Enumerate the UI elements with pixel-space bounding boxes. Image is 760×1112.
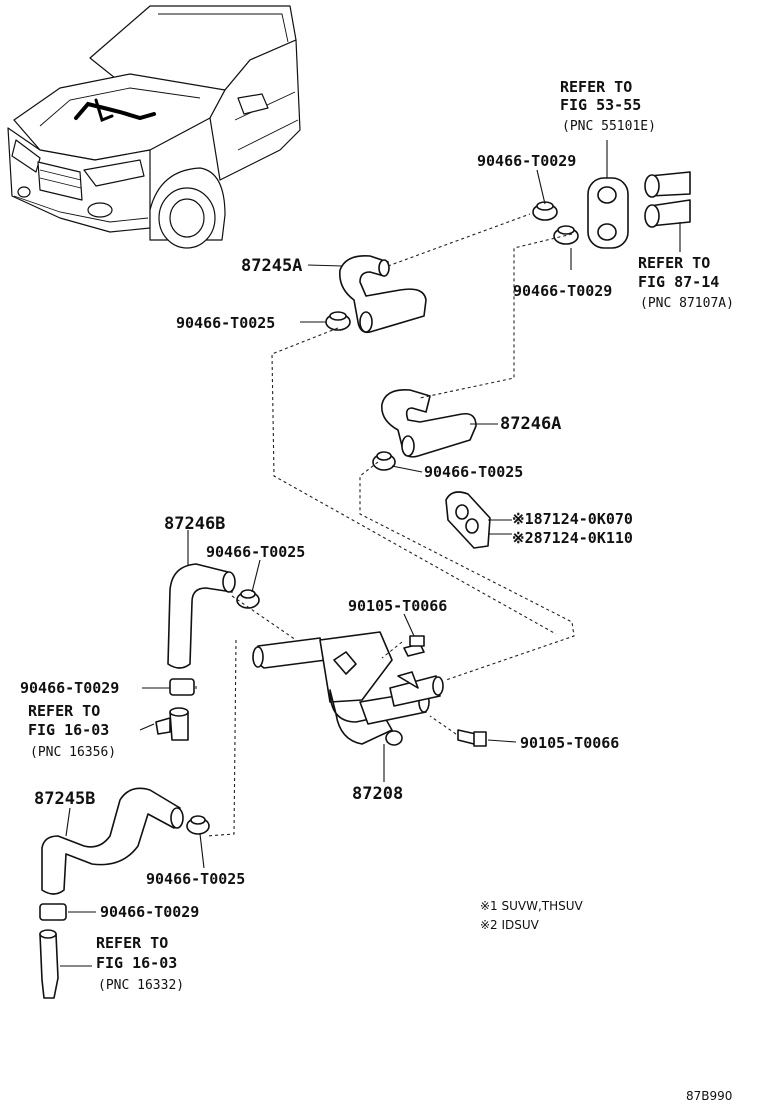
connection-lines (195, 213, 575, 837)
engine-pipe-nipple (155, 707, 189, 741)
refer-line: FIG 53-55 (560, 96, 641, 114)
label-clamp-t0029: 90466-T0029 (20, 679, 119, 697)
label-clamp-t0025: 90466-T0025 (424, 463, 523, 481)
diagram-code: 87B990 (686, 1089, 732, 1103)
clamp-icon (186, 815, 210, 835)
refer-pnc: (PNC 87107A) (640, 296, 734, 311)
label-clamp-t0025: 90466-T0025 (206, 543, 305, 561)
hose-87246A (381, 388, 477, 458)
refer-pnc: (PNC 55101E) (562, 119, 656, 134)
label-bolt: 90105-T0066 (520, 734, 619, 752)
refer-line: FIG 16-03 (96, 954, 177, 972)
label-clamp-t0025: 90466-T0025 (146, 870, 245, 888)
hose-87246B (167, 563, 236, 669)
label-clamp-t0025: 90466-T0025 (176, 314, 275, 332)
clamp-icon (39, 903, 67, 921)
bolt-icon (403, 635, 425, 657)
water-valve-87208 (252, 631, 444, 746)
label-bolt: 90105-T0066 (348, 597, 447, 615)
heater-pipes (644, 171, 691, 252)
label-clamp-t0029: 90466-T0029 (477, 152, 576, 170)
clamp-icon (372, 451, 396, 471)
leader-lines (60, 264, 517, 967)
hose-87245B (41, 787, 184, 895)
label-87246A: 87246A (500, 414, 561, 434)
clamp-icon (532, 201, 558, 221)
bolt-icon (457, 729, 487, 747)
refer-pnc: (PNC 16332) (98, 978, 184, 993)
label-87208: 87208 (352, 784, 403, 804)
label-grommet-1: ※187124-0K070 (512, 510, 633, 528)
label-grommet-2: ※287124-0K110 (512, 529, 633, 547)
heater-unit-port (587, 140, 629, 249)
hose-87245A (338, 254, 427, 334)
label-clamp-t0029: 90466-T0029 (513, 282, 612, 300)
label-87246B: 87246B (164, 514, 225, 534)
refer-line: FIG 16-03 (28, 721, 109, 739)
label-87245A: 87245A (241, 256, 302, 276)
refer-pnc: (PNC 16356) (30, 745, 116, 760)
footnote: ※2 IDSUV (480, 918, 540, 932)
footnote: ※1 SUVW,THSUV (480, 899, 584, 913)
clamp-icon (169, 678, 195, 696)
engine-pipe (39, 929, 59, 999)
refer-line: REFER TO (96, 934, 168, 952)
refer-line: REFER TO (638, 254, 710, 272)
clamp-icon (325, 311, 351, 331)
label-clamp-t0029: 90466-T0029 (100, 903, 199, 921)
grommet-icon (445, 491, 491, 549)
clamp-icon (236, 589, 260, 609)
label-87245B: 87245B (34, 789, 95, 809)
refer-line: REFER TO (28, 702, 100, 720)
vehicle-illustration (7, 5, 301, 249)
refer-line: REFER TO (560, 78, 632, 96)
refer-line: FIG 87-14 (638, 273, 719, 291)
